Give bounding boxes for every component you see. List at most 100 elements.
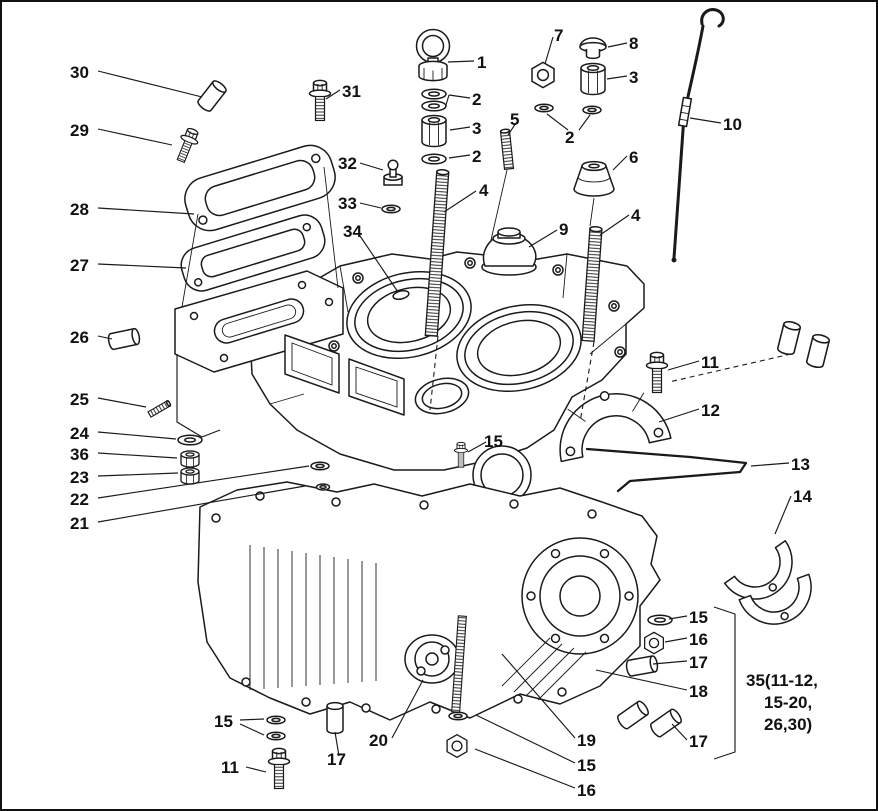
part-1-ring-cap <box>415 28 451 82</box>
callout-1: 1 <box>477 53 487 72</box>
part-25-stud <box>147 400 172 418</box>
callout-19: 19 <box>577 731 596 750</box>
callout-15: 15 <box>689 608 708 627</box>
callout-16: 16 <box>689 630 708 649</box>
callout-31: 31 <box>342 82 361 101</box>
callout-16: 16 <box>577 781 596 800</box>
callout-5: 5 <box>510 110 520 129</box>
part-4-stud <box>424 169 450 337</box>
alignment-lines <box>181 166 792 423</box>
part-21-hole <box>315 483 331 491</box>
callout-4: 4 <box>479 181 489 200</box>
part-6-boot <box>573 160 615 197</box>
callout-13: 13 <box>791 455 810 474</box>
part-12-bearing-arch <box>559 391 672 463</box>
group-35-line2: 15-20, <box>764 693 813 712</box>
leader-lines <box>97 36 792 789</box>
part-15-washer <box>266 715 286 725</box>
callout-18: 18 <box>689 682 708 701</box>
part-23-nut <box>180 467 200 485</box>
part-15-washer <box>647 614 673 626</box>
callout-33: 33 <box>338 194 357 213</box>
part-20-pump-cover <box>404 634 460 684</box>
part-2-washer <box>421 153 447 165</box>
top-fasteners <box>308 28 615 342</box>
callout-30: 30 <box>70 63 89 82</box>
cylinder-bore-2 <box>456 303 582 393</box>
right-parts <box>559 8 831 740</box>
callout-17: 17 <box>689 653 708 672</box>
part-4-stud <box>581 225 603 342</box>
callout-36: 36 <box>70 445 89 464</box>
callout-9: 9 <box>559 220 569 239</box>
cooling-fins <box>249 545 377 690</box>
callout-10: 10 <box>723 115 742 134</box>
callout-29: 29 <box>70 121 89 140</box>
part-7-nut <box>531 61 555 89</box>
callout-2: 2 <box>565 128 575 147</box>
part-5-stud <box>499 128 515 171</box>
group-35-line3: 26,30) <box>764 715 813 734</box>
main-bearing-boss <box>521 537 639 655</box>
part-26-dowel <box>106 327 142 351</box>
callout-2: 2 <box>472 147 482 166</box>
callout-28: 28 <box>70 200 89 219</box>
callout-32: 32 <box>338 154 357 173</box>
callout-2: 2 <box>472 90 482 109</box>
part-2-washer <box>421 88 447 100</box>
callout-34: 34 <box>343 222 362 241</box>
part-14-bearing-shells <box>723 540 812 625</box>
callout-3: 3 <box>629 68 639 87</box>
callout-15: 15 <box>577 756 596 775</box>
part-17-bushing <box>648 706 684 740</box>
bolt-bosses <box>328 257 626 358</box>
part-9-oil-filler <box>481 227 537 276</box>
part-11-bolt <box>267 747 291 790</box>
part-36-nut <box>180 450 200 468</box>
part-16-nut <box>446 733 468 759</box>
callout-11: 11 <box>701 353 719 372</box>
group-35-bracket <box>713 606 736 760</box>
flange-holes <box>211 491 597 714</box>
callout-8: 8 <box>629 34 639 53</box>
part-11-bolt <box>645 351 669 394</box>
callout-14: 14 <box>793 487 812 506</box>
part-2-washer <box>534 103 554 113</box>
oil-pan <box>197 481 661 721</box>
hatch-lines <box>501 637 587 701</box>
stud-hole <box>392 289 410 301</box>
side-windows <box>284 334 405 416</box>
breather-mounting-pad <box>174 270 344 438</box>
engine-block <box>174 251 645 505</box>
group-35-line1: 35(11-12, <box>746 671 818 690</box>
part-29-bolt <box>171 125 203 165</box>
part-30-dowel <box>195 78 229 114</box>
part-2-washer <box>582 105 602 115</box>
callout-6: 6 <box>629 148 639 167</box>
left-parts <box>106 78 336 491</box>
part-3-nut <box>580 62 606 96</box>
part-22-washer <box>310 461 330 471</box>
callout-15: 15 <box>484 432 503 451</box>
callout-7: 7 <box>554 26 564 45</box>
part-13-oil-pipe <box>585 447 748 493</box>
group-35-note: 35(11-12, 15-20, 26,30) <box>746 670 818 736</box>
callout-12: 12 <box>701 401 720 420</box>
part-15-washer <box>448 711 468 721</box>
callout-15: 15 <box>214 712 233 731</box>
part-31-bolt <box>308 79 332 122</box>
callout-22: 22 <box>70 490 89 509</box>
bottom-fasteners <box>266 441 468 790</box>
part-17-bushing <box>624 654 660 678</box>
part-32-fitting <box>383 159 403 186</box>
part-8-cap <box>579 37 607 60</box>
part-15-washer <box>266 731 286 741</box>
part-10-dipstick <box>671 8 725 263</box>
callout-11: 11 <box>221 758 239 777</box>
part-16-nut <box>644 631 664 655</box>
part-17-bushing <box>326 701 344 735</box>
callout-21: 21 <box>70 514 89 533</box>
callout-17: 17 <box>689 732 708 751</box>
